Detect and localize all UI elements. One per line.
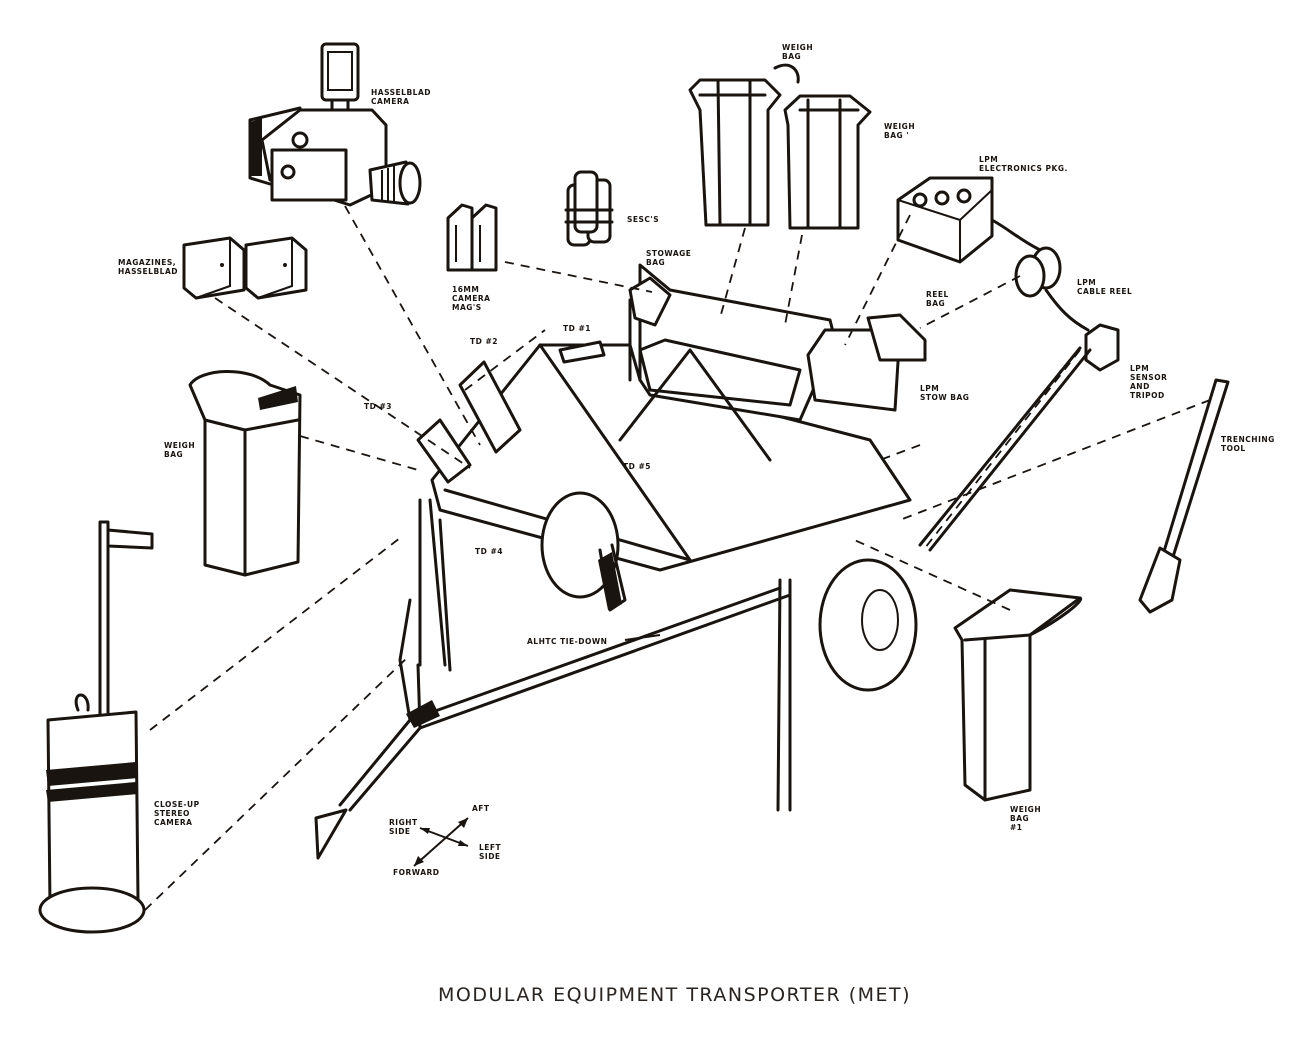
camera-mags-16mm-drawing xyxy=(446,203,498,272)
label-td3: TD #3 xyxy=(364,402,392,411)
hasselblad-magazines-drawing xyxy=(182,236,308,300)
label-td1: TD #1 xyxy=(563,324,591,333)
label-magazines-hasselblad: MAGAZINES, HASSELBLAD xyxy=(118,258,178,276)
label-stowage-bag: STOWAGE BAG xyxy=(646,249,692,267)
weigh-bags-top-drawing xyxy=(688,63,872,230)
lpm-sensor-drawing xyxy=(918,323,1120,552)
label-lpm-cable-reel: LPM CABLE REEL xyxy=(1077,278,1133,296)
label-td4: TD #4 xyxy=(475,547,503,556)
hasselblad-camera-drawing xyxy=(248,42,422,207)
label-td2: TD #2 xyxy=(470,337,498,346)
label-aft: AFT xyxy=(472,804,490,813)
label-weigh-bag-top-left: WEIGH BAG xyxy=(782,43,814,61)
trenching-tool-drawing xyxy=(1138,378,1230,614)
label-hasselblad-camera: HASSELBLAD CAMERA xyxy=(371,88,431,106)
label-reel-bag: REEL BAG xyxy=(926,290,949,308)
diagram-title: MODULAR EQUIPMENT TRANSPORTER (MET) xyxy=(438,984,912,1006)
label-right-side: RIGHT SIDE xyxy=(389,818,418,836)
label-forward: FORWARD xyxy=(393,868,440,877)
label-16mm-camera-mags: 16MM CAMERA MAG'S xyxy=(452,285,491,312)
lpm-cable-reel-drawing xyxy=(1014,246,1090,332)
label-lpm-stow-bag: LPM STOW BAG xyxy=(920,384,970,402)
leader-lines xyxy=(144,205,1211,911)
sesc-drawing xyxy=(564,170,614,247)
weigh-bag-left-drawing xyxy=(188,370,302,577)
label-alhtc-tie-down: ALHTC TIE-DOWN xyxy=(527,637,608,646)
label-left-side: LEFT SIDE xyxy=(479,843,502,861)
orientation-compass xyxy=(413,817,469,867)
label-trenching-tool: TRENCHING TOOL xyxy=(1221,435,1275,453)
label-weigh-bag-1: WEIGH BAG #1 xyxy=(1010,805,1042,832)
label-td5: TD #5 xyxy=(623,462,651,471)
label-weigh-bag-top-right: WEIGH BAG ' xyxy=(884,122,916,140)
label-lpm-electronics: LPM ELECTRONICS PKG. xyxy=(979,155,1068,173)
met-frame-drawing xyxy=(314,263,927,860)
alhtc-leader xyxy=(624,634,661,641)
label-close-up-stereo-camera: CLOSE-UP STEREO CAMERA xyxy=(154,800,200,827)
close-up-stereo-camera-drawing xyxy=(38,520,154,934)
lpm-electronics-drawing xyxy=(896,176,1042,264)
weigh-bag-1-drawing xyxy=(953,588,1083,802)
label-lpm-sensor-tripod: LPM SENSOR AND TRIPOD xyxy=(1130,364,1168,400)
label-sesc: SESC'S xyxy=(627,215,660,224)
label-weigh-bag-left: WEIGH BAG xyxy=(164,441,196,459)
